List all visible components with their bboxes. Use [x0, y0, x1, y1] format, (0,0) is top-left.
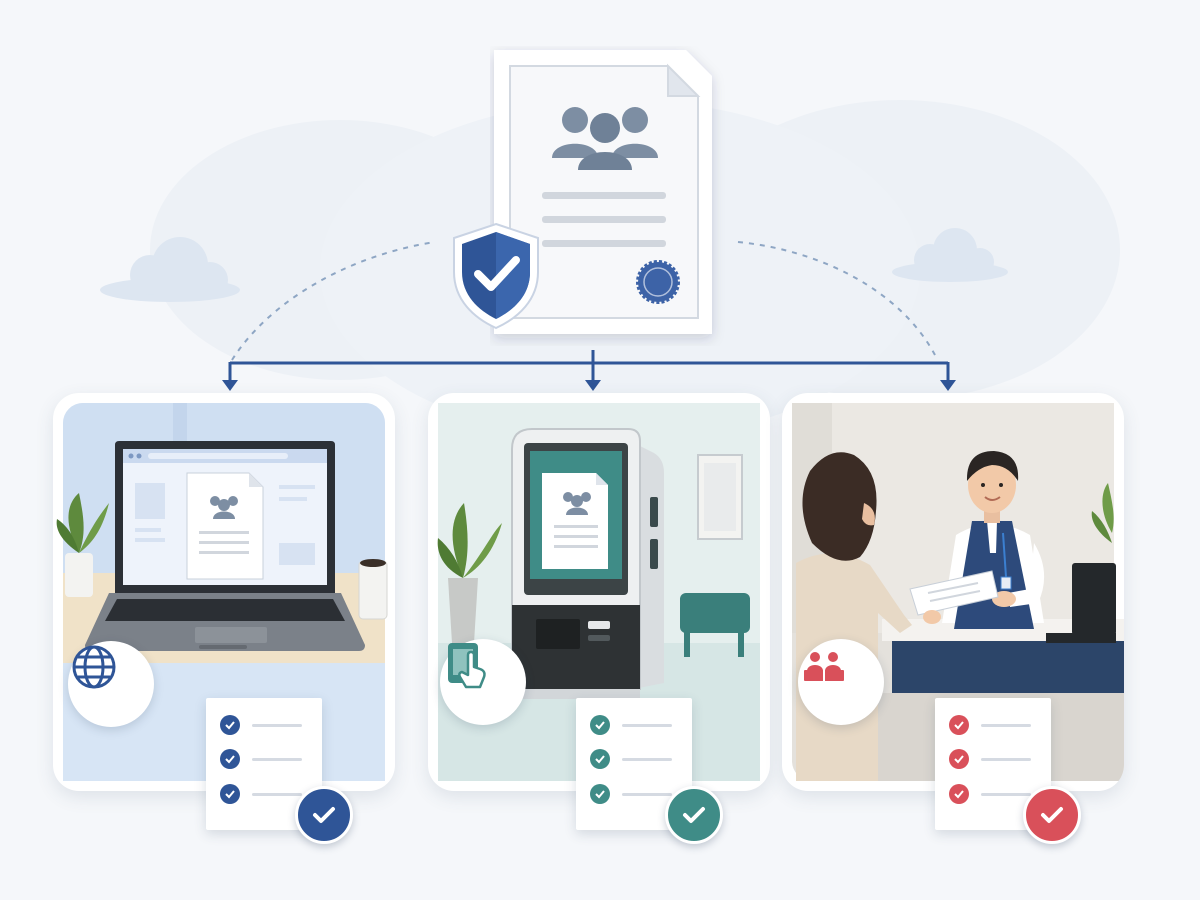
connector-arrows [228, 350, 950, 382]
dashed-arc-right [737, 241, 936, 356]
checklist-kiosk [576, 698, 692, 830]
cloud-icon-left [100, 237, 240, 302]
arrow-heads [222, 380, 956, 391]
check-icon [949, 784, 969, 804]
monitor-icon [1046, 563, 1116, 643]
people-at-desk-icon [804, 652, 844, 681]
check-icon [590, 784, 610, 804]
check-icon [949, 749, 969, 769]
check-icon [220, 784, 240, 804]
check-icon [220, 715, 240, 735]
dashed-arc-left [231, 241, 436, 361]
shield-check-icon [453, 222, 539, 330]
check-icon [590, 749, 610, 769]
check-icon [949, 715, 969, 735]
globe-icon-badge [68, 641, 154, 727]
globe-icon [72, 645, 116, 689]
people-at-desk-icon-badge [798, 639, 884, 725]
coffee-cup-icon [358, 559, 388, 620]
check-icon [220, 749, 240, 769]
chair-icon [680, 593, 750, 657]
seal-icon [636, 260, 680, 304]
kiosk-machine-icon [511, 428, 664, 699]
approved-check-icon-online [295, 786, 353, 844]
cloud-icon-right [892, 228, 1008, 282]
central-document-icon [494, 50, 712, 334]
touch-screen-icon-badge [440, 639, 526, 725]
plant-icon [437, 503, 502, 643]
counter-scene-illustration [792, 403, 1124, 781]
channel-panel-online [53, 393, 395, 791]
approved-check-icon-kiosk [665, 786, 723, 844]
plant-icon [1091, 483, 1114, 543]
check-icon [590, 715, 610, 735]
group-icon [552, 107, 658, 170]
approved-check-icon-counter [1023, 786, 1081, 844]
touch-screen-icon [448, 643, 486, 689]
document-handoff-icon [909, 570, 999, 616]
laptop-icon [85, 441, 365, 651]
plant-icon [56, 493, 109, 597]
